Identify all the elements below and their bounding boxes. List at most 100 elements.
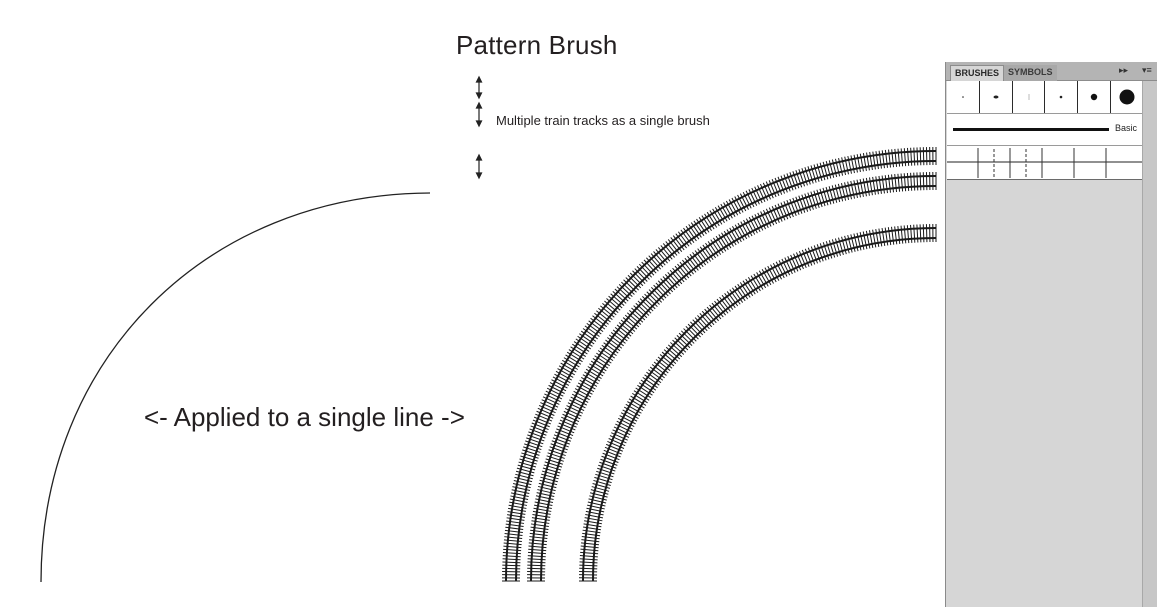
track-tie	[713, 237, 724, 254]
track-tie	[781, 258, 791, 276]
track-tie	[847, 234, 853, 253]
track-tie	[679, 261, 692, 277]
track-tie	[548, 384, 565, 394]
track-tie	[702, 244, 714, 261]
brush-pattern-train-tracks[interactable]	[947, 146, 1143, 180]
track-tie	[655, 282, 669, 297]
track-tie	[777, 203, 786, 221]
track-tie	[850, 234, 856, 252]
track-tie	[515, 470, 534, 477]
track-tie	[584, 371, 601, 382]
track-tie	[707, 241, 719, 257]
track-tie	[512, 483, 531, 489]
track-tie	[771, 178, 780, 196]
track-tie	[638, 382, 655, 394]
track-tie	[696, 218, 707, 235]
track-tie	[538, 404, 556, 414]
track-tie	[584, 520, 602, 525]
track-tie	[528, 548, 547, 552]
track-tie	[783, 174, 791, 192]
track-tie	[623, 279, 637, 293]
track-tie	[672, 267, 685, 283]
track-tie	[527, 564, 546, 567]
track-tie	[592, 358, 609, 369]
track-tie	[614, 327, 630, 339]
track-tie	[593, 479, 611, 486]
track-tie	[795, 252, 804, 270]
track-tie	[792, 171, 800, 189]
track-tie	[737, 222, 748, 240]
track-tie	[589, 492, 608, 498]
track-rail	[540, 185, 937, 582]
panel-scrollbar[interactable]	[1142, 81, 1157, 607]
track-tie	[595, 473, 613, 481]
track-tie	[567, 402, 585, 412]
track-tie	[919, 172, 922, 191]
track-tie	[532, 514, 551, 518]
panel-menu-icon[interactable]: ▾≡	[1142, 65, 1152, 75]
track-tie	[856, 179, 861, 198]
collapse-panel-icon[interactable]: ▸▸	[1119, 65, 1129, 75]
track-tie	[581, 376, 598, 387]
track-tie	[672, 339, 687, 353]
track-tie	[646, 371, 662, 384]
track-tie	[618, 284, 633, 298]
track-tie	[620, 319, 636, 332]
track-tie	[521, 452, 539, 459]
track-tie	[561, 416, 578, 425]
track-tie	[642, 376, 658, 389]
track-tie	[579, 561, 598, 564]
track-tie	[558, 422, 576, 431]
track-tie	[635, 387, 652, 399]
track-tie	[577, 382, 595, 393]
track-tie	[583, 523, 602, 528]
brush-swatch-small-oval[interactable]	[980, 81, 1013, 113]
track-tie	[786, 199, 794, 218]
brush-swatch-faint-dash[interactable]	[1013, 81, 1046, 113]
track-tie	[745, 278, 756, 295]
track-tie	[757, 212, 767, 230]
track-tie	[801, 249, 810, 267]
track-tie	[560, 362, 577, 373]
track-tie	[636, 266, 650, 280]
track-tie	[639, 298, 654, 312]
track-tie	[573, 341, 590, 352]
track-tie	[684, 257, 697, 273]
track-tie	[526, 437, 544, 445]
brush-basic[interactable]: Basic	[947, 114, 1143, 146]
track-tie	[887, 227, 892, 246]
track-tie	[683, 227, 695, 243]
track-tie	[816, 163, 823, 182]
track-tie	[838, 157, 844, 176]
track-tie	[537, 485, 556, 492]
track-tie	[646, 257, 659, 272]
track-tie	[579, 555, 598, 558]
track-tie	[556, 428, 574, 437]
track-tie	[575, 338, 592, 350]
brush-swatch-large-dot[interactable]	[1111, 81, 1143, 113]
track-tie	[850, 180, 855, 199]
track-tie	[784, 257, 793, 275]
track-tie	[759, 183, 769, 201]
tab-brushes[interactable]: BRUSHES	[950, 65, 1005, 81]
brush-swatch-small-dot[interactable]	[1045, 81, 1079, 113]
track-tie	[646, 291, 660, 305]
track-tie	[743, 219, 753, 237]
track-rail	[530, 175, 937, 582]
track-tie	[607, 440, 625, 449]
track-tie	[587, 366, 604, 377]
tab-symbols[interactable]: SYMBOLS	[1004, 65, 1057, 81]
brush-swatch-row	[947, 81, 1143, 114]
brush-swatch-medium-dot[interactable]	[1078, 81, 1112, 113]
track-tie	[754, 186, 763, 204]
track-tie	[528, 542, 547, 546]
track-tie	[527, 555, 546, 558]
track-tie	[888, 149, 891, 168]
train-tracks	[502, 147, 937, 582]
track-tie	[625, 403, 642, 414]
track-tie	[579, 567, 598, 570]
brush-swatch-tiny-dot[interactable]	[947, 81, 980, 113]
track-tie	[663, 349, 679, 362]
track-tie	[922, 172, 925, 191]
track-tie	[584, 325, 600, 337]
